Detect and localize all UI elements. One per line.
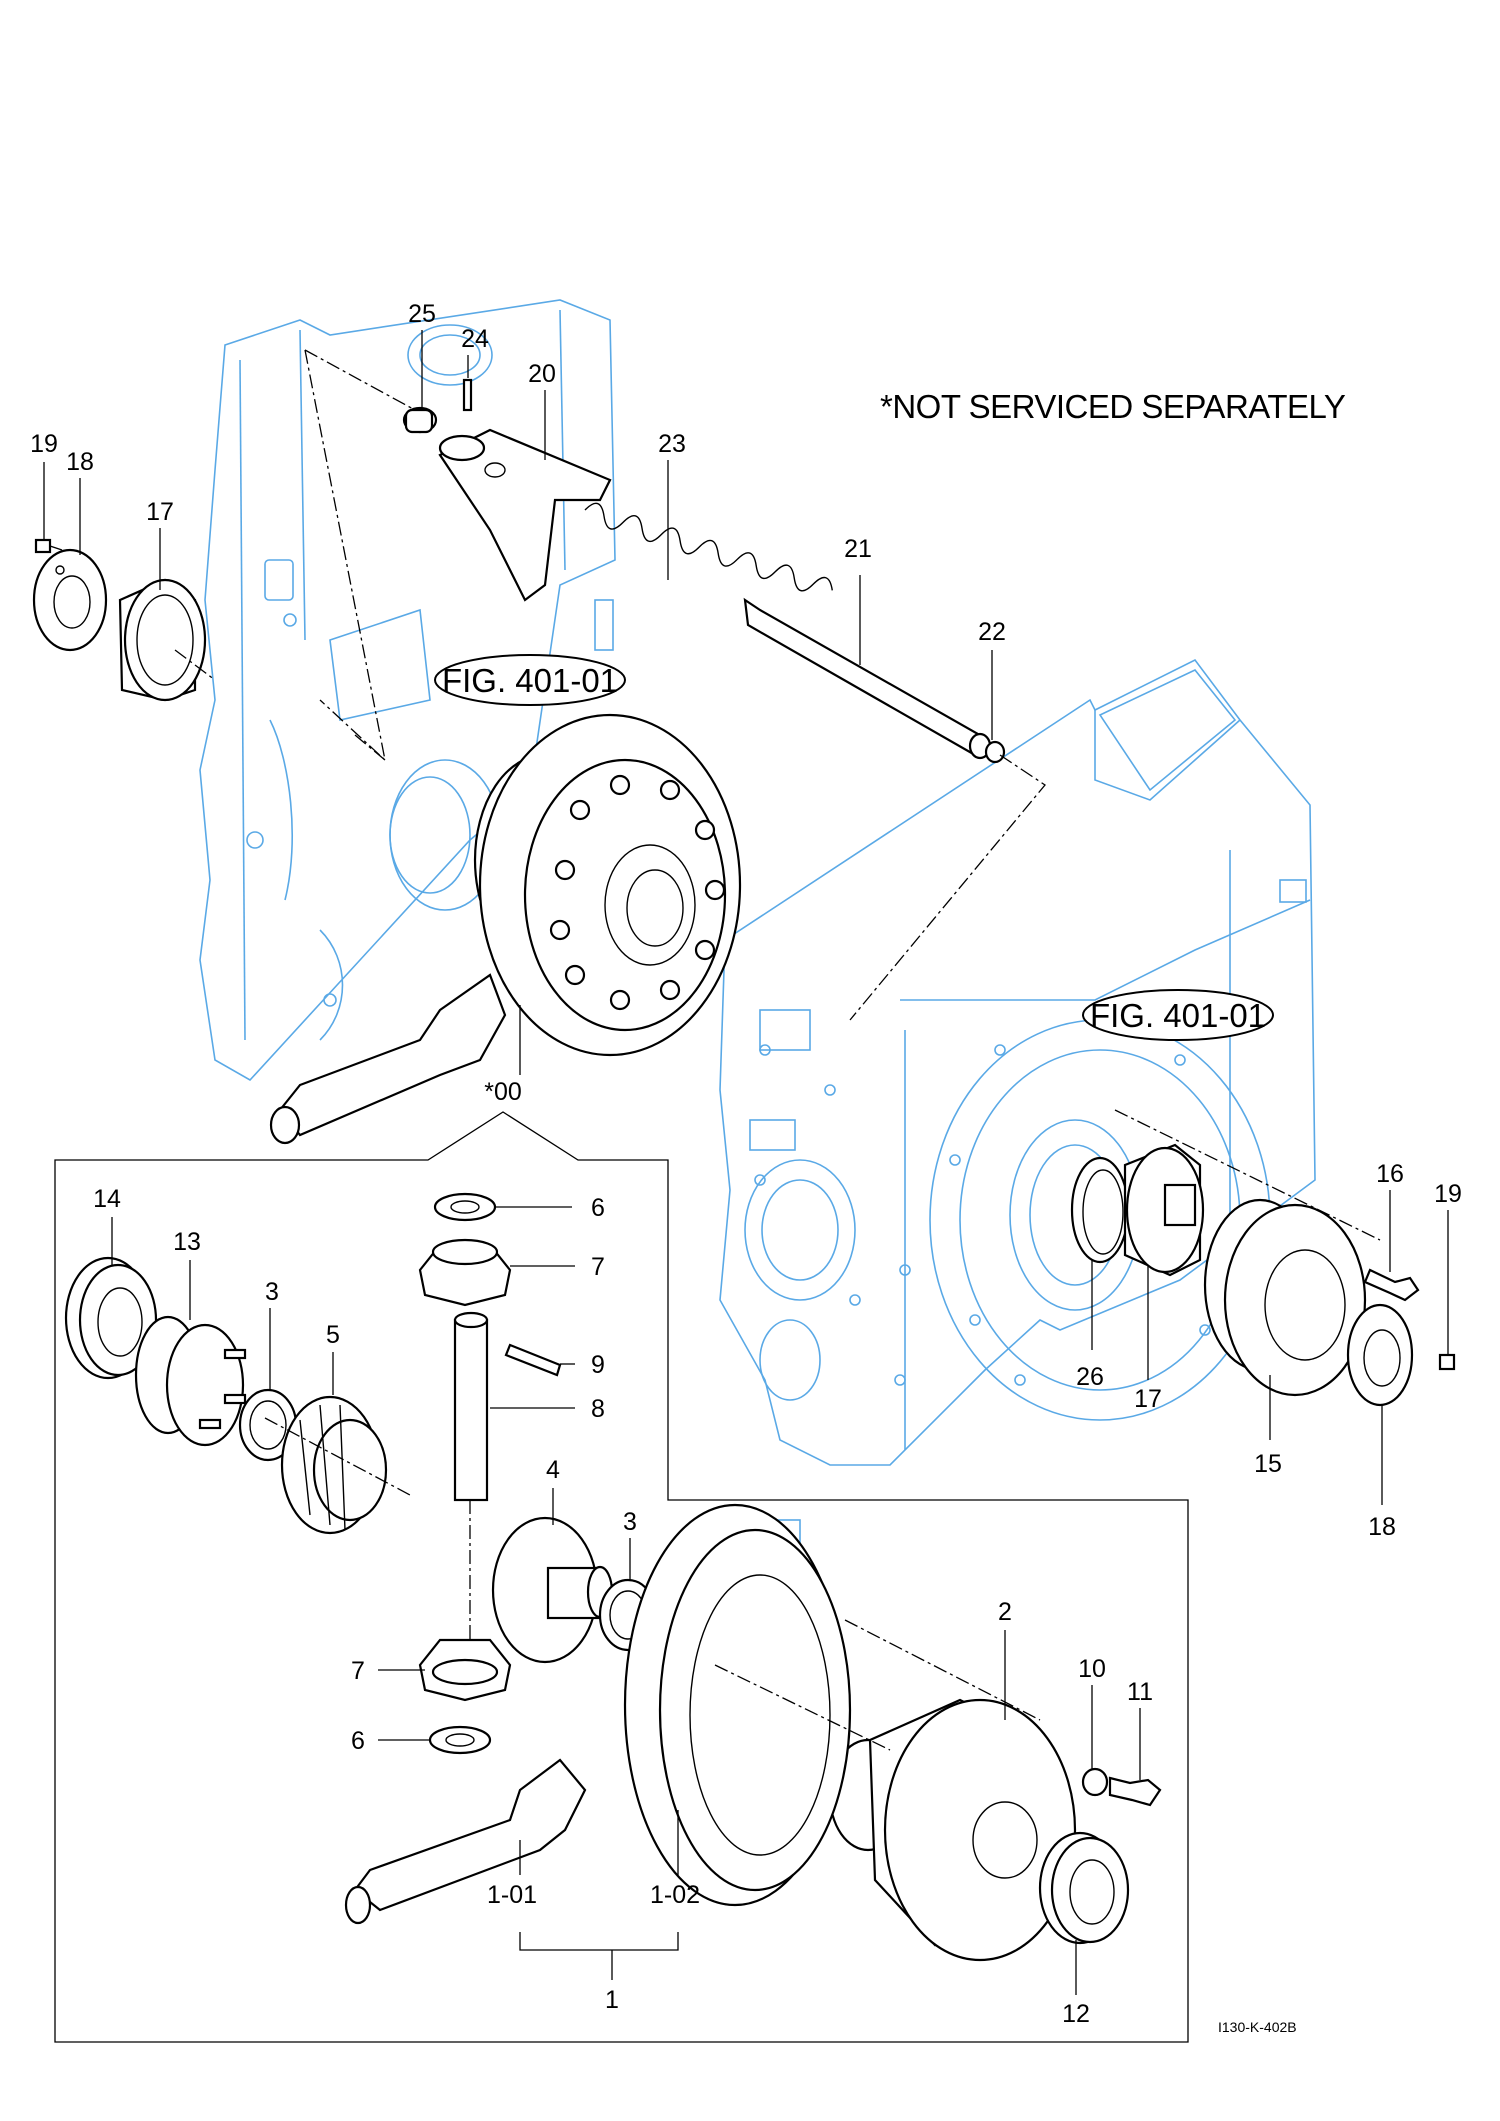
part-24-pin: [462, 378, 473, 412]
callout-20: 20: [528, 360, 556, 388]
left-housing: [199, 299, 616, 1082]
part-16-bolt: [1363, 1268, 1420, 1302]
right-housing: [719, 658, 1316, 1551]
callout-3-left: 3: [265, 1278, 279, 1306]
part-15-cap: [1203, 1198, 1367, 1397]
part-12-bearing: [1038, 1831, 1130, 1945]
part-6-washer-bottom: [428, 1725, 492, 1755]
callout-7-top: 7: [591, 1253, 605, 1281]
part-5-side-gear: [280, 1395, 388, 1535]
callout-14: 14: [93, 1185, 121, 1213]
callout-5: 5: [326, 1321, 340, 1349]
part-10-washer: [1081, 1767, 1109, 1797]
callout-1-02: 1-02: [650, 1881, 700, 1909]
figure-ref-upper-label: FIG. 401-01: [442, 662, 618, 699]
part-8-cross-shaft: [453, 1311, 489, 1502]
drawing-code: I130-K-402B: [1218, 2019, 1297, 2035]
callout-22: 22: [978, 618, 1006, 646]
leader-lines: [43, 330, 1449, 1995]
callout-13: 13: [173, 1228, 201, 1256]
callout-26: 26: [1076, 1363, 1104, 1391]
callout-4: 4: [546, 1456, 560, 1484]
callout-12: 12: [1062, 2000, 1090, 2028]
callout-18-lower: 18: [1368, 1513, 1396, 1541]
callout-21: 21: [844, 535, 872, 563]
callout-1: 1: [605, 1986, 619, 2014]
part-19-upper-bolt: [34, 538, 63, 554]
part-26-ring: [1070, 1156, 1130, 1264]
part-17-upper: [118, 578, 207, 702]
part-7-pinion-top: [418, 1238, 512, 1307]
part-18-lower: [1346, 1303, 1414, 1407]
callout-18-upper: 18: [66, 448, 94, 476]
callout-8: 8: [591, 1395, 605, 1423]
part-13-bearing-hub: [134, 1315, 247, 1447]
centerlines: [174, 349, 1381, 1751]
part-19-lower-bolt: [1438, 1353, 1456, 1371]
callout-17-lower: 17: [1134, 1385, 1162, 1413]
callout-6-bottom: 6: [351, 1727, 365, 1755]
callout-15: 15: [1254, 1450, 1282, 1478]
callout-3-right: 3: [623, 1508, 637, 1536]
figure-ref-upper[interactable]: FIG. 401-01: [434, 654, 626, 706]
callout-23: 23: [658, 430, 686, 458]
callout-7-bottom: 7: [351, 1657, 365, 1685]
not-serviced-note: *NOT SERVICED SEPARATELY: [880, 388, 1346, 425]
part-23-spring: [584, 502, 833, 592]
part-21-shaft: [743, 597, 992, 760]
part-20-fork: [438, 428, 612, 602]
part-6-washer-top: [433, 1192, 497, 1222]
callout-6-top: 6: [591, 1194, 605, 1222]
callout-9: 9: [591, 1351, 605, 1379]
part-17-lower: [1123, 1143, 1205, 1277]
part-1-01-pinion-shaft: [344, 1758, 587, 1925]
callout-17-upper: 17: [146, 498, 174, 526]
callout-24: 24: [461, 325, 489, 353]
assembly-detail-frame: [54, 1111, 1189, 2043]
part-22-ring: [984, 740, 1006, 764]
callout-19-lower: 19: [1434, 1180, 1462, 1208]
assembly-callout: *00: [484, 1078, 522, 1106]
callout-1-01: 1-01: [487, 1881, 537, 1909]
part-1-02-ring-gear: [623, 1503, 852, 1907]
part-25-plug: [402, 406, 438, 434]
callout-19-upper: 19: [30, 430, 58, 458]
figure-ref-lower[interactable]: FIG. 401-01: [1082, 989, 1274, 1041]
callout-11: 11: [1127, 1678, 1153, 1706]
part-9-pin: [504, 1343, 562, 1377]
part-7-pinion-bottom: [418, 1638, 512, 1702]
callout-16: 16: [1376, 1160, 1404, 1188]
part-18-upper: [32, 548, 108, 652]
part-2-diff-case: [828, 1698, 1077, 1962]
part-4-side-gear: [491, 1516, 614, 1664]
callout-10: 10: [1078, 1655, 1106, 1683]
callout-25: 25: [408, 300, 436, 328]
callout-labels: 25 24 20 23 21 22 19 18 17 16 19 26 17 1…: [30, 300, 1462, 2028]
callout-2: 2: [998, 1598, 1012, 1626]
part-11-bolt: [1108, 1776, 1162, 1807]
part-14-bearing: [64, 1256, 158, 1380]
differential-assembly-upper: [269, 713, 742, 1145]
figure-ref-lower-label: FIG. 401-01: [1090, 997, 1266, 1034]
